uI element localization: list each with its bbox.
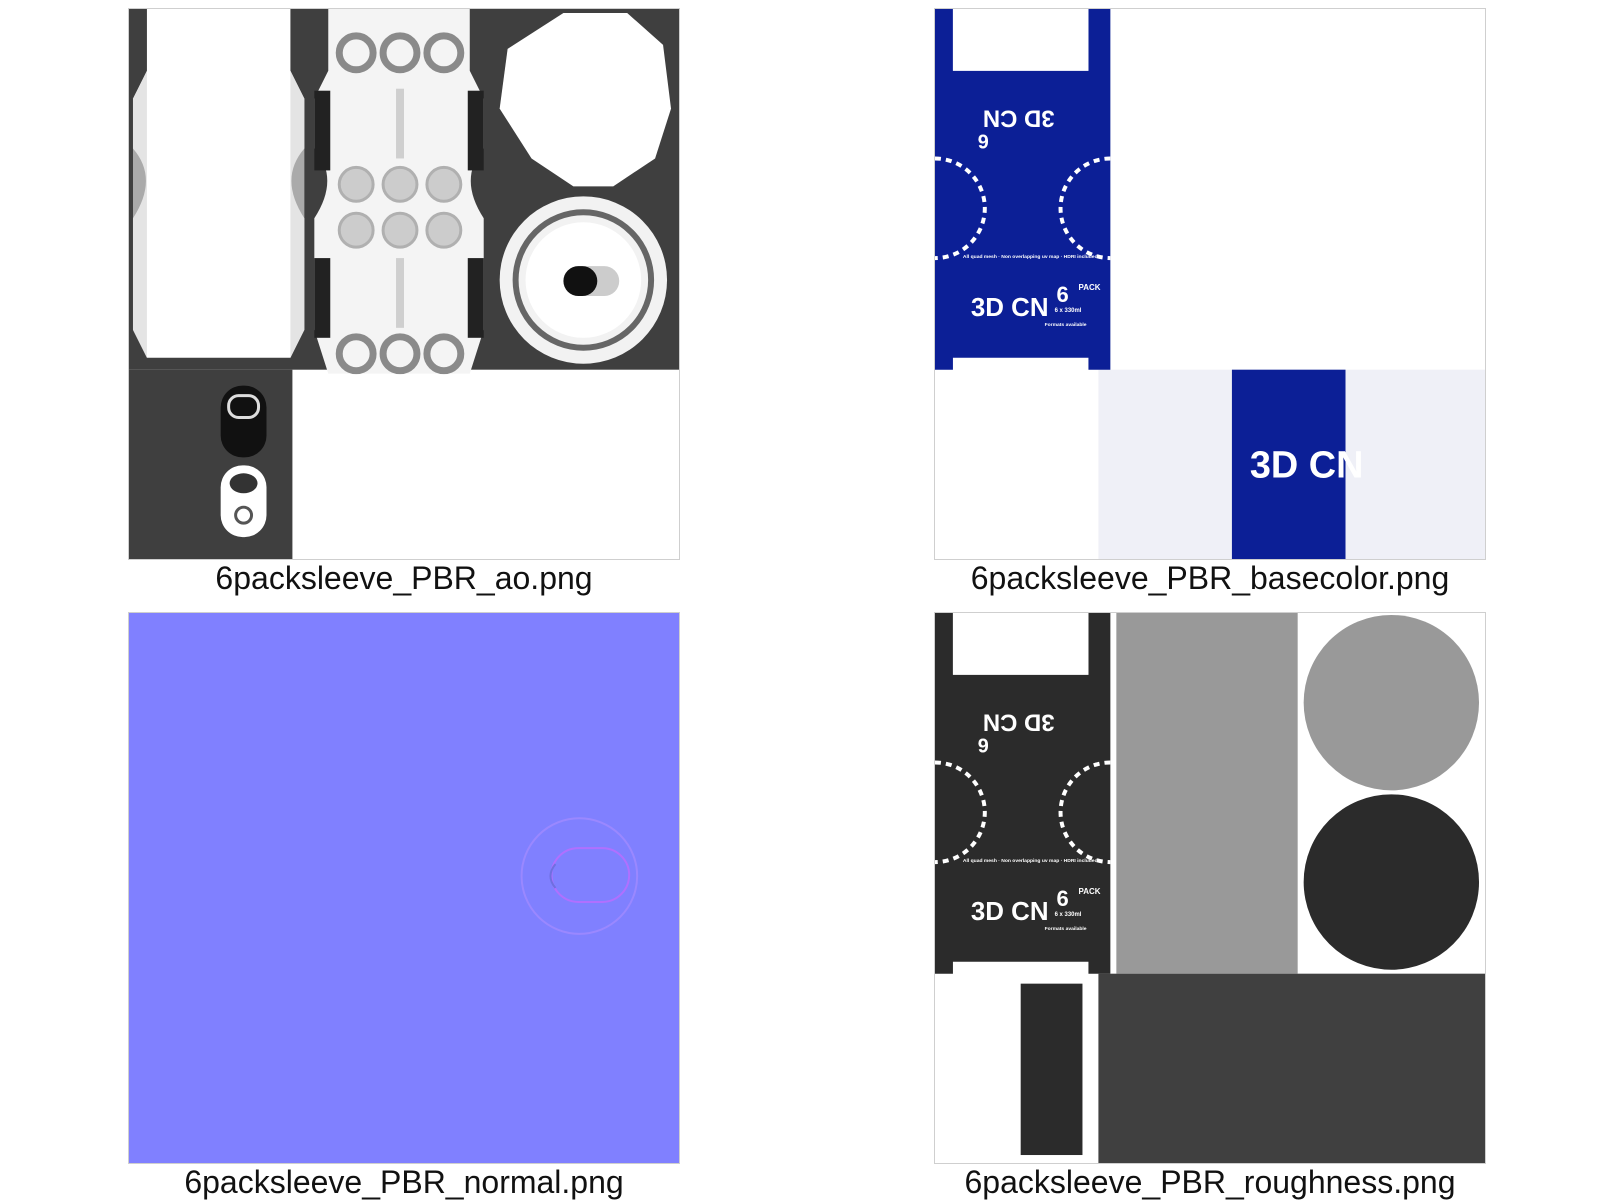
roughness-gray-strip bbox=[1116, 613, 1298, 974]
basecolor-caption: 6packsleeve_PBR_basecolor.png bbox=[970, 560, 1450, 596]
basecolor-bottom-logo: 3D CN bbox=[971, 294, 1049, 322]
ao-left-sleeve bbox=[132, 9, 305, 358]
roughness-sleeve bbox=[935, 613, 1111, 974]
roughness-features: All quad mesh · Non overlapping uv map ·… bbox=[963, 858, 1098, 864]
roughness-bottom-logo: 3D CN bbox=[971, 898, 1049, 926]
basecolor-top-pack-number: 6 bbox=[978, 130, 989, 152]
roughness-formats: Formats available bbox=[1045, 926, 1087, 932]
basecolor-hero-logo: 3D CN bbox=[1250, 444, 1364, 486]
basecolor-top-logo: 3D CN bbox=[983, 105, 1055, 132]
basecolor-pack-number: 6 bbox=[1057, 282, 1069, 307]
roughness-dark-panel bbox=[1098, 973, 1485, 1163]
roughness-texture-panel: 3D CN 6 6 PACK 6 x 330ml All quad mesh ·… bbox=[934, 612, 1486, 1164]
basecolor-features: All quad mesh · Non overlapping uv map ·… bbox=[963, 254, 1098, 260]
roughness-pack-label: PACK bbox=[1078, 887, 1100, 896]
basecolor-pack-label: PACK bbox=[1078, 283, 1100, 292]
ao-caption: 6packsleeve_PBR_ao.png bbox=[215, 560, 593, 596]
normal-texture-image bbox=[129, 613, 679, 1163]
ao-texture-panel bbox=[128, 8, 680, 560]
ao-can-top bbox=[499, 12, 672, 187]
basecolor-volume: 6 x 330ml bbox=[1055, 308, 1082, 314]
ao-pull-tab-1 bbox=[220, 385, 267, 458]
basecolor-texture-image: 3D CN 6 6 PACK 6 x 330ml All quad mesh ·… bbox=[935, 9, 1485, 559]
basecolor-texture-panel: 3D CN 6 6 PACK 6 x 330ml All quad mesh ·… bbox=[934, 8, 1486, 560]
basecolor-formats: Formats available bbox=[1045, 322, 1087, 328]
basecolor-hero-block bbox=[1231, 369, 1346, 559]
normal-texture-panel bbox=[128, 612, 680, 1164]
roughness-gray-circle bbox=[1303, 614, 1480, 791]
normal-can-embossing bbox=[520, 817, 639, 935]
ao-texture-image bbox=[129, 9, 679, 559]
roughness-dark-bar bbox=[1020, 983, 1083, 1156]
normal-caption: 6packsleeve_PBR_normal.png bbox=[184, 1164, 624, 1200]
roughness-top-pack-number: 6 bbox=[978, 734, 989, 756]
roughness-caption: 6packsleeve_PBR_roughness.png bbox=[964, 1164, 1456, 1200]
basecolor-sleeve bbox=[935, 9, 1111, 370]
roughness-volume: 6 x 330ml bbox=[1055, 912, 1082, 918]
roughness-top-logo: 3D CN bbox=[983, 709, 1055, 736]
roughness-dark-circle bbox=[1303, 794, 1480, 970]
roughness-pack-number: 6 bbox=[1057, 886, 1069, 911]
roughness-texture-image: 3D CN 6 6 PACK 6 x 330ml All quad mesh ·… bbox=[935, 613, 1485, 1163]
ao-dark-lower-left bbox=[129, 369, 293, 559]
